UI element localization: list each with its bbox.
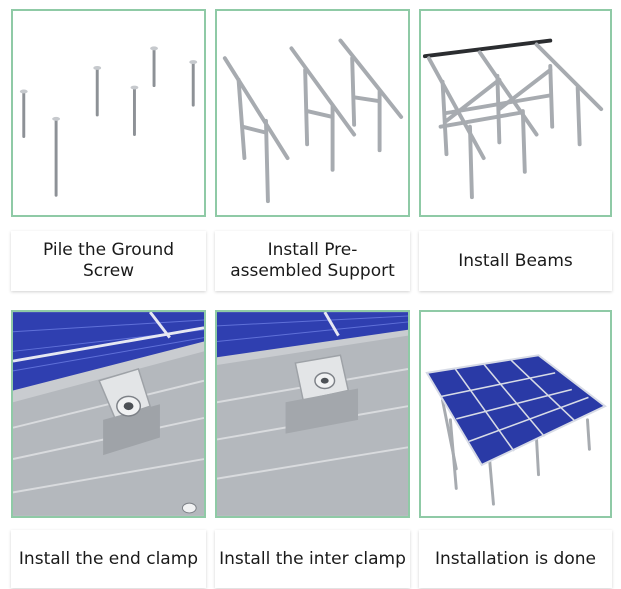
inter-clamp-illustration <box>217 312 408 516</box>
step-5-caption-text: Install the inter clamp <box>219 548 406 569</box>
step-2-caption-text: Install Pre-assembled Support <box>230 240 395 281</box>
ground-screws-illustration <box>19 46 198 197</box>
step-2-caption: Install Pre-assembled Support <box>215 231 410 291</box>
support-frames-illustration <box>222 38 404 204</box>
step-2-image-pre-assembled-support <box>215 9 410 217</box>
step-3-caption: Install Beams <box>419 231 612 291</box>
step-3-caption-text: Install Beams <box>458 250 573 271</box>
step-4-caption-text: Install the end clamp <box>18 548 199 569</box>
end-clamp-illustration <box>13 312 204 516</box>
step-1-caption-text: Pile the Ground Screw <box>42 240 175 281</box>
step-5-image-inter-clamp <box>215 310 410 518</box>
step-1-caption: Pile the Ground Screw <box>11 231 206 291</box>
step-3-image-beams <box>419 9 612 217</box>
step-1-image-ground-screws <box>11 9 206 217</box>
step-4-caption: Install the end clamp <box>11 530 206 588</box>
step-4-image-end-clamp <box>11 310 206 518</box>
finished-array-illustration <box>425 354 607 506</box>
beams-illustration <box>422 38 604 200</box>
step-6-image-installation-done <box>419 310 612 518</box>
step-6-caption: Installation is done <box>419 530 612 588</box>
step-5-caption: Install the inter clamp <box>215 530 410 588</box>
step-6-caption-text: Installation is done <box>435 548 596 569</box>
